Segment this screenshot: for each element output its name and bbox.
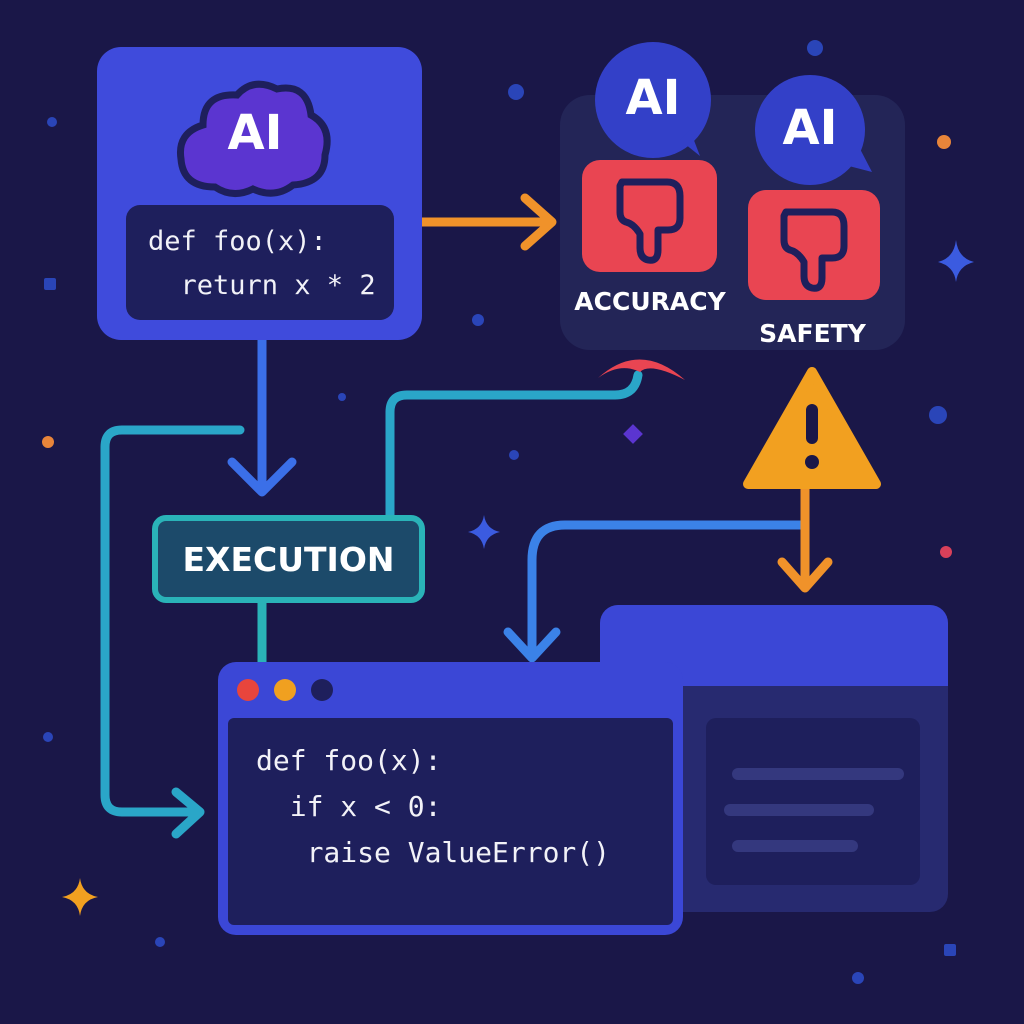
decor-dot	[807, 40, 823, 56]
metric-label-safety: SAFETY	[759, 319, 866, 348]
content-line-placeholder	[732, 840, 858, 852]
arrow-warning-to-editor	[503, 520, 810, 663]
decor-dot	[43, 732, 53, 742]
window-content-panel	[706, 718, 920, 885]
ai-avatar-bubble	[755, 75, 865, 185]
ai-cloud-icon	[176, 80, 331, 197]
window-minimize-button[interactable]	[274, 679, 296, 701]
feedback-hook-icon	[598, 359, 685, 380]
decor-dot	[42, 436, 54, 448]
window-close-button[interactable]	[237, 679, 259, 701]
arrow-warning-down	[777, 480, 833, 593]
code-snippet: def foo(x): return x * 2	[126, 205, 394, 320]
code-line: raise ValueError()	[256, 836, 611, 869]
code-line: def foo(x):	[256, 744, 442, 777]
window-maximize-button[interactable]	[311, 679, 333, 701]
decor-dot	[940, 546, 952, 558]
sparkle-icon	[938, 240, 974, 282]
decor-dot	[508, 84, 524, 100]
content-line-placeholder	[732, 768, 904, 780]
decor-dot	[472, 314, 484, 326]
ai-label: AI	[227, 105, 283, 161]
decor-dot	[338, 393, 346, 401]
ai-avatar-bubble	[595, 42, 711, 158]
metric-label-accuracy: ACCURACY	[574, 287, 726, 316]
content-line-placeholder	[724, 804, 874, 816]
thumbs-down-safety	[748, 190, 880, 300]
decor-dot	[47, 117, 57, 127]
arrow-card-to-evaluation	[417, 193, 557, 251]
thumbs-down-icon	[616, 178, 684, 264]
ai-label: AI	[625, 70, 681, 126]
decor-diamond	[623, 424, 643, 444]
connector-execution-to-evaluation	[385, 370, 643, 520]
editor-code: def foo(x): if x < 0: raise ValueError()	[228, 718, 673, 925]
arrow-loop-to-editor	[100, 425, 245, 839]
code-line: return x * 2	[148, 270, 376, 301]
ai-label: AI	[782, 100, 838, 156]
decor-dot	[155, 937, 165, 947]
decor-dot	[929, 406, 947, 424]
code-line: if x < 0:	[256, 790, 442, 823]
sparkle-icon	[468, 515, 500, 549]
thumbs-down-accuracy	[582, 160, 717, 272]
decor-square	[44, 278, 56, 290]
decor-dot	[937, 135, 951, 149]
code-editor-window: def foo(x): if x < 0: raise ValueError()	[218, 662, 683, 935]
decor-dot	[509, 450, 519, 460]
thumbs-down-icon	[780, 208, 848, 292]
execution-step: EXECUTION	[152, 515, 425, 603]
decor-square	[944, 944, 956, 956]
arrow-card-to-execution	[227, 335, 297, 497]
decor-dot	[852, 972, 864, 984]
code-line: def foo(x):	[148, 226, 327, 257]
sparkle-icon	[62, 878, 98, 916]
